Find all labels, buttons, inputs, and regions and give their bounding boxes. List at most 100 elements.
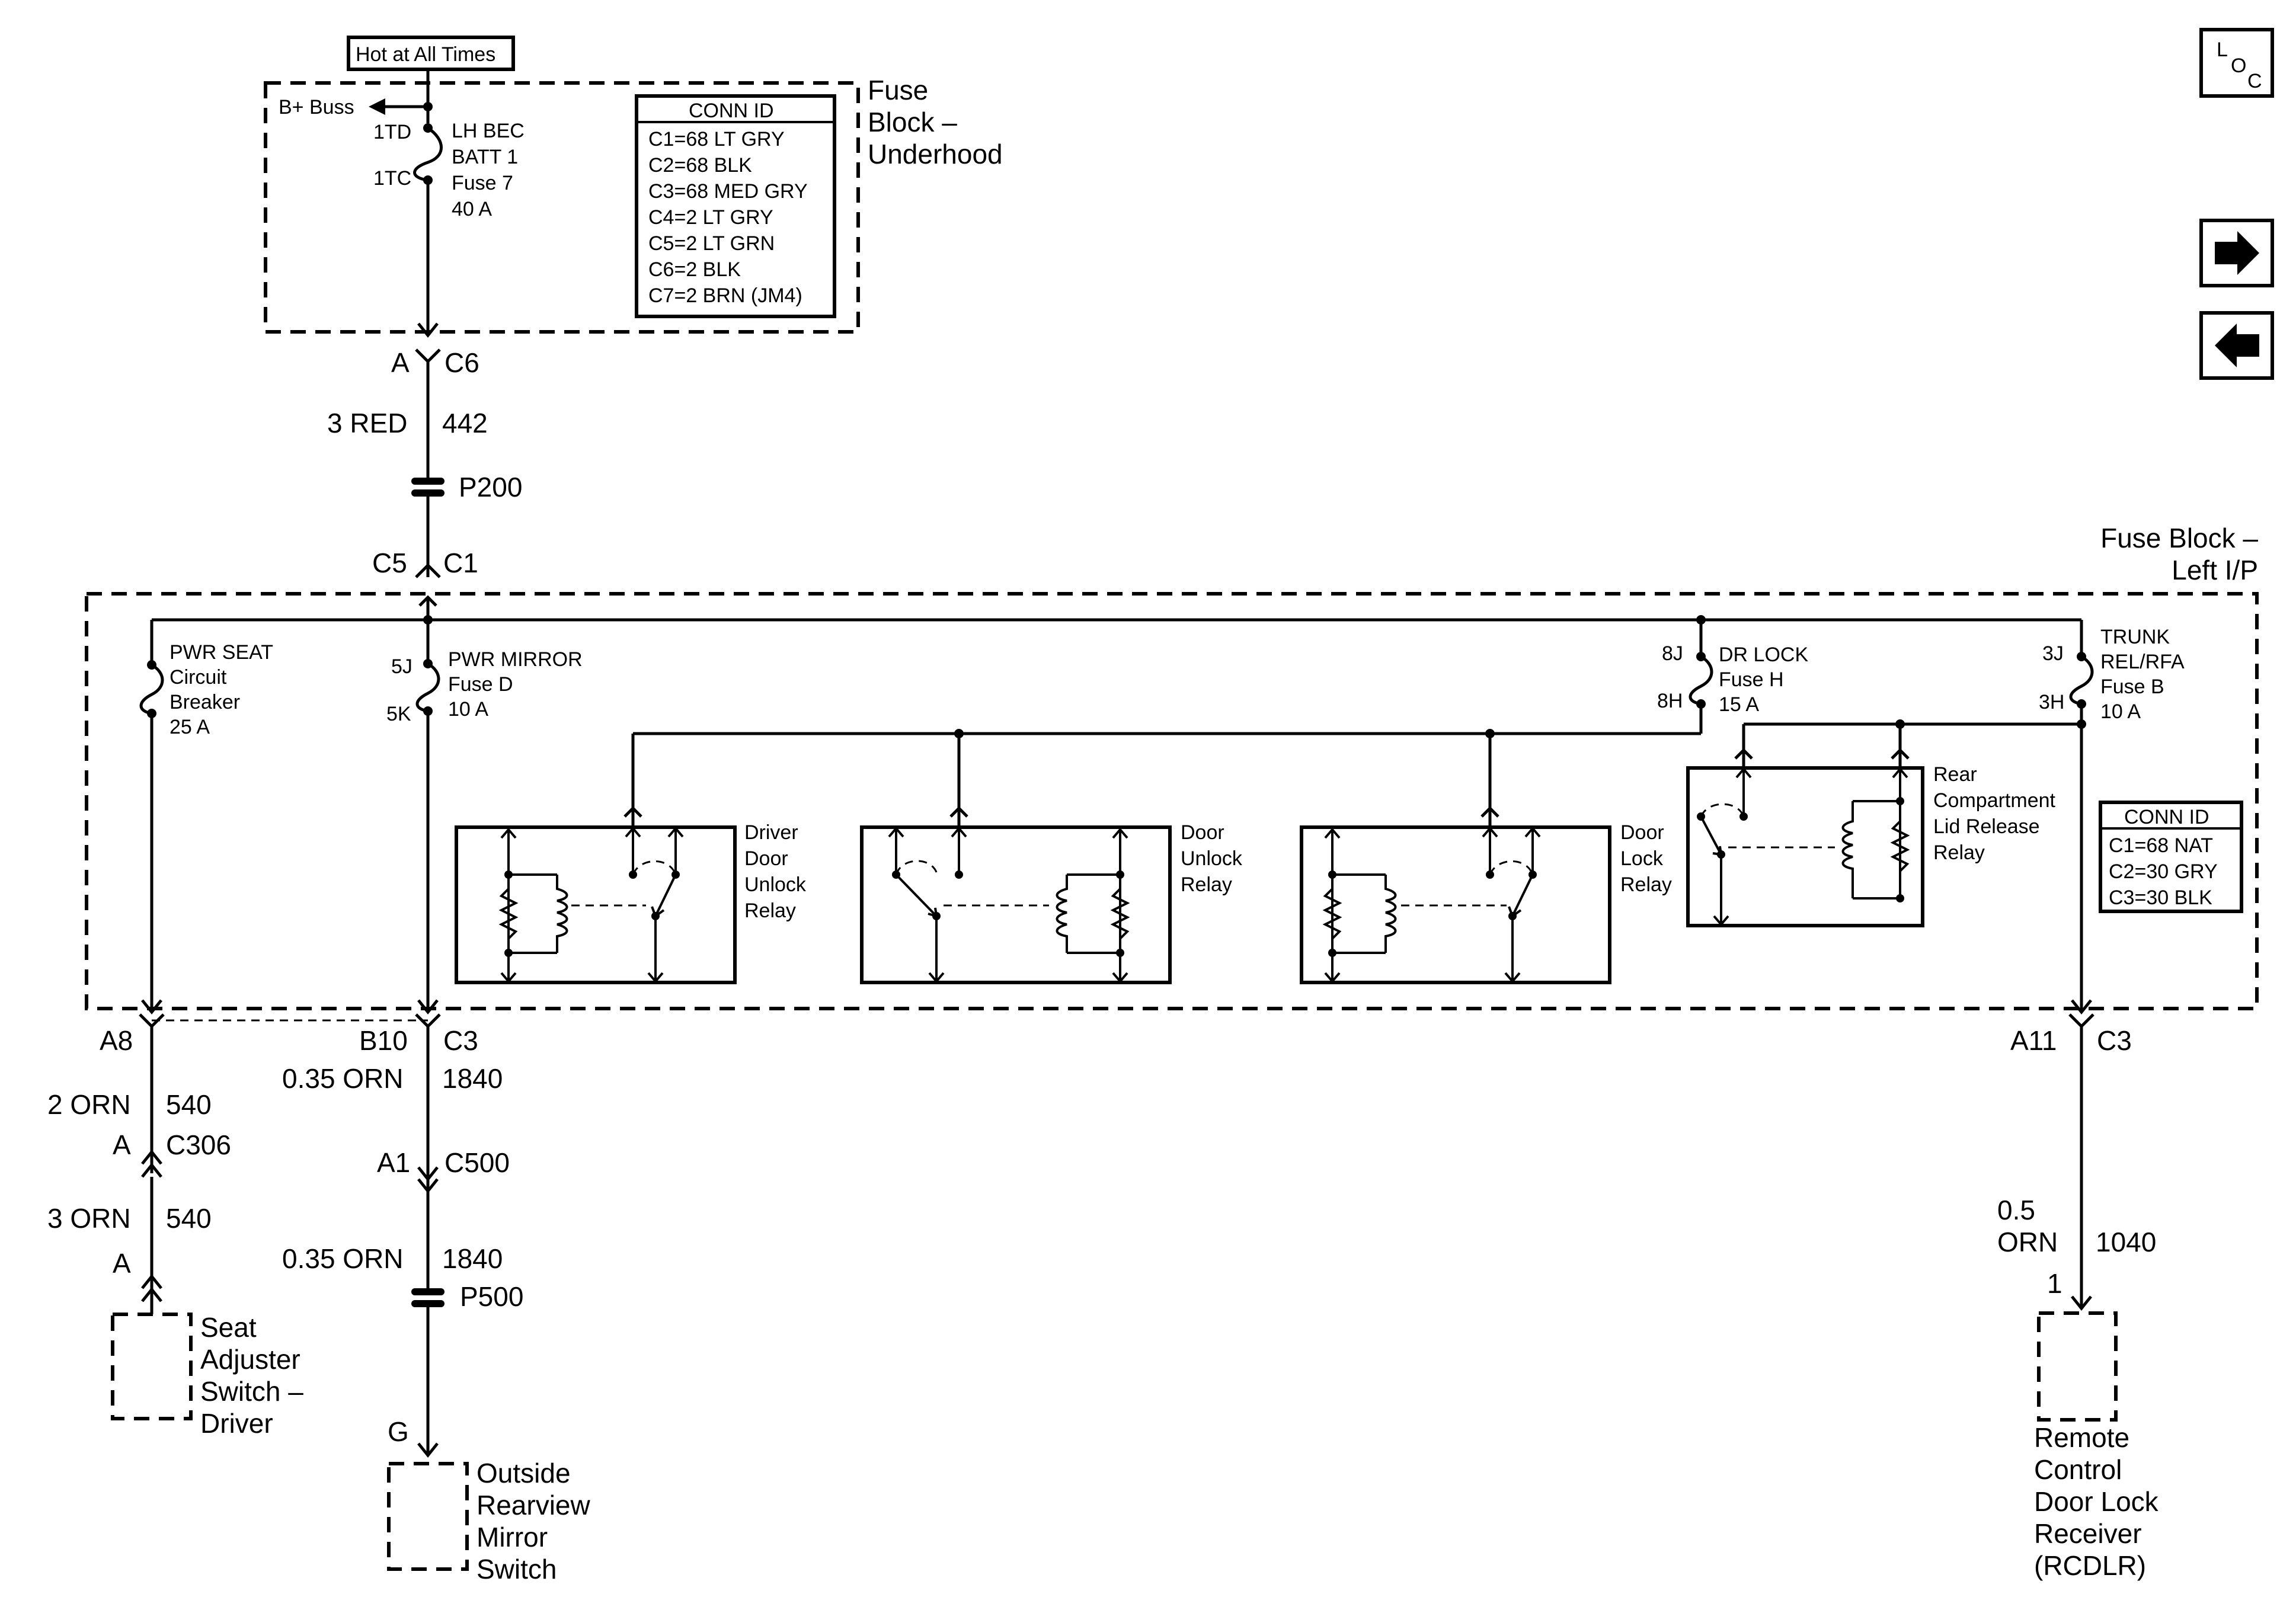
door-unlock-relay <box>860 806 1172 984</box>
svg-text:10 A: 10 A <box>2100 700 2141 723</box>
loc-button[interactable]: L O C <box>2199 28 2274 98</box>
trunk-pin-3j: 3J <box>2042 642 2064 665</box>
trunk-pin-3h: 3H <box>2039 691 2064 713</box>
seat-conn-a: A <box>113 1129 131 1160</box>
svg-text:Relay: Relay <box>1933 841 1985 864</box>
rcdlr-label: Remote Control Door Lock Receiver (RCDLR… <box>2034 1422 2159 1581</box>
svg-text:Switch –: Switch – <box>200 1376 303 1407</box>
prev-page-button[interactable] <box>2199 311 2274 380</box>
svg-text:C1=68 LT GRY: C1=68 LT GRY <box>648 128 785 151</box>
trunk-fuse-label: TRUNK REL/RFA Fuse B 10 A <box>2100 626 2185 723</box>
svg-text:CONN ID: CONN ID <box>2124 806 2209 828</box>
ip-fuse-block-outline <box>85 592 2259 1010</box>
svg-text:BATT 1: BATT 1 <box>452 146 518 168</box>
pwr-seat-breaker-label: PWR SEAT Circuit Breaker 25 A <box>170 641 273 738</box>
svg-text:LH BEC: LH BEC <box>452 120 525 142</box>
svg-text:C7=2 BRN (JM4): C7=2 BRN (JM4) <box>648 284 802 307</box>
svg-text:REL/RFA: REL/RFA <box>2100 651 2185 673</box>
arrow-right-icon <box>2215 231 2259 275</box>
door-unlock-relay-label: Door Unlock Relay <box>1181 821 1243 896</box>
seat-end-pin-a: A <box>113 1248 131 1279</box>
fuse-7-label: LH BEC BATT 1 Fuse 7 40 A <box>452 120 525 220</box>
rcdlr-wire-size-line1: 0.5 <box>1997 1195 2035 1225</box>
svg-text:Mirror: Mirror <box>477 1522 548 1553</box>
drlock-pin-8j: 8J <box>1662 642 1683 665</box>
conn-c6-label: C6 <box>445 347 479 378</box>
driver-door-unlock-relay-label: Driver Door Unlock Relay <box>744 821 807 922</box>
svg-text:Rearview: Rearview <box>477 1490 591 1521</box>
svg-text:Relay: Relay <box>1181 873 1232 896</box>
svg-text:Relay: Relay <box>744 900 796 922</box>
fuse-pin-1tc: 1TC <box>373 167 411 190</box>
svg-text:C2=30 GRY: C2=30 GRY <box>2109 860 2218 883</box>
svg-text:Block –: Block – <box>868 107 957 137</box>
svg-text:(RCDLR): (RCDLR) <box>2034 1550 2146 1581</box>
svg-text:TRUNK: TRUNK <box>2100 626 2170 648</box>
svg-text:Fuse: Fuse <box>868 75 928 105</box>
seat-conn-c306: C306 <box>166 1129 231 1160</box>
trunk-fuse <box>2069 652 2094 709</box>
door-lock-relay <box>1300 806 1611 984</box>
rear-compartment-lid-release-relay-label: Rear Compartment Lid Release Relay <box>1933 763 2056 864</box>
dr-lock-fuse <box>1689 652 1713 709</box>
seat-wire2-size: 3 ORN <box>47 1203 131 1234</box>
svg-text:C2=68 BLK: C2=68 BLK <box>648 154 752 177</box>
svg-text:Seat: Seat <box>200 1312 257 1343</box>
svg-text:Hot at All Times: Hot at All Times <box>356 43 495 66</box>
rcdlr-pin-c3: C3 <box>2097 1025 2132 1056</box>
svg-text:Adjuster: Adjuster <box>200 1344 300 1375</box>
conn-c1-label: C1 <box>443 548 478 578</box>
bplus-arrow-icon <box>369 98 385 115</box>
next-page-button[interactable] <box>2199 219 2274 287</box>
svg-text:Unlock: Unlock <box>1181 847 1243 870</box>
mirror-end-pin-g: G <box>388 1416 409 1447</box>
svg-text:PWR SEAT: PWR SEAT <box>170 641 273 664</box>
rcdlr-pin-a11: A11 <box>2010 1025 2057 1056</box>
svg-text:Receiver: Receiver <box>2034 1518 2142 1549</box>
loc-letter-l: L <box>2217 39 2228 61</box>
svg-text:Fuse B: Fuse B <box>2100 676 2164 698</box>
mirror-wire1-circuit: 1840 <box>442 1063 503 1094</box>
bplus-buss-label: B+ Buss <box>279 96 354 119</box>
outside-rearview-mirror-switch-outline <box>387 1462 469 1571</box>
splice-p500-label: P500 <box>460 1281 523 1312</box>
svg-text:15 A: 15 A <box>1719 693 1759 716</box>
ip-conn-id-table: CONN ID C1=68 NAT C2=30 GRY C3=30 BLK <box>2099 801 2243 913</box>
svg-text:Control: Control <box>2034 1454 2122 1485</box>
svg-text:Compartment: Compartment <box>1933 789 2056 812</box>
seat-adjuster-switch-outline <box>111 1313 193 1420</box>
rear-compartment-lid-release-relay <box>1686 748 1924 927</box>
svg-text:Left I/P: Left I/P <box>2172 555 2258 585</box>
svg-text:Remote: Remote <box>2034 1422 2129 1453</box>
svg-text:Door Lock: Door Lock <box>2034 1486 2159 1517</box>
svg-text:10 A: 10 A <box>448 698 488 721</box>
pwr-mirror-fuse <box>415 659 440 716</box>
svg-text:Relay: Relay <box>1620 873 1672 896</box>
mirror-pin-c3: C3 <box>443 1025 478 1056</box>
rcdlr-wire-size-line2: ORN <box>1997 1227 2058 1257</box>
pwr-seat-breaker <box>139 660 164 718</box>
svg-text:40 A: 40 A <box>452 198 492 220</box>
splice-p200-label: P200 <box>459 472 522 502</box>
underhood-conn-id-table: CONN ID C1=68 LT GRY C2=68 BLK C3=68 MED… <box>635 94 836 318</box>
mirror-pin-b10: B10 <box>359 1025 408 1056</box>
conn-c5-label: C5 <box>372 548 407 578</box>
svg-text:C4=2 LT GRY: C4=2 LT GRY <box>648 206 773 229</box>
drlock-pin-8h: 8H <box>1657 690 1683 712</box>
svg-text:CONN ID: CONN ID <box>689 100 774 122</box>
seat-wire1-size: 2 ORN <box>47 1089 131 1120</box>
svg-text:Rear: Rear <box>1933 763 1977 786</box>
splice-p500 <box>411 1288 445 1307</box>
svg-text:Lock: Lock <box>1620 847 1664 870</box>
svg-text:C6=2 BLK: C6=2 BLK <box>648 258 741 281</box>
ip-fuse-block-title: Fuse Block – Left I/P <box>2100 523 2258 585</box>
arrow-left-icon <box>2215 324 2259 367</box>
mirror-conn-c500: C500 <box>445 1147 510 1178</box>
svg-text:Lid Release: Lid Release <box>1933 815 2040 838</box>
svg-text:C3=30 BLK: C3=30 BLK <box>2109 886 2212 909</box>
svg-text:Unlock: Unlock <box>744 873 807 896</box>
svg-text:Switch: Switch <box>477 1554 557 1585</box>
outside-rearview-mirror-switch-label: Outside Rearview Mirror Switch <box>477 1458 591 1585</box>
seat-wire2-circuit: 540 <box>166 1203 212 1234</box>
